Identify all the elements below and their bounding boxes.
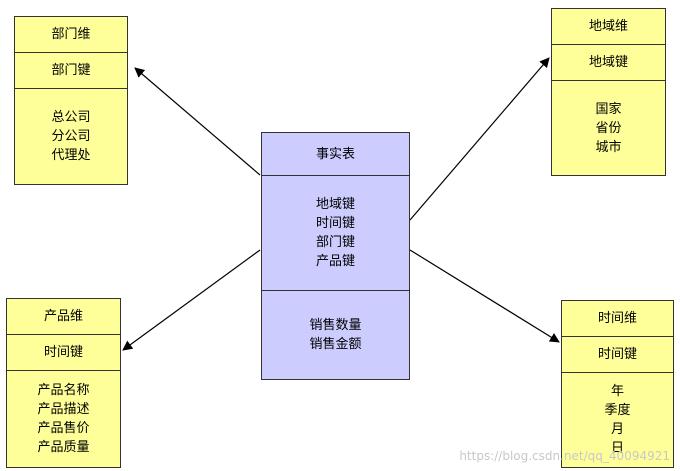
product-dimension-title: 产品维 xyxy=(43,309,83,324)
department-attr: 分公司 xyxy=(51,129,91,144)
time-attr: 季度 xyxy=(604,403,631,418)
region-key: 地域键 xyxy=(588,55,628,70)
department-dimension-title: 部门维 xyxy=(51,27,91,42)
time-dimension-title-row: 时间维 xyxy=(562,301,673,337)
fact-table-measures: 销售数量 销售金额 xyxy=(262,291,409,379)
fact-measure: 销售数量 xyxy=(309,318,362,333)
department-attr: 总公司 xyxy=(51,110,91,125)
time-attr: 日 xyxy=(610,441,624,456)
time-attr: 年 xyxy=(610,384,624,399)
region-attr: 城市 xyxy=(595,139,622,155)
region-dimension-key-row: 地域键 xyxy=(552,45,665,81)
department-attr: 代理处 xyxy=(51,148,91,163)
department-dimension-title-row: 部门维 xyxy=(15,17,127,53)
time-dimension-title: 时间维 xyxy=(597,311,637,326)
product-key: 时间键 xyxy=(43,345,83,360)
region-dimension-title-row: 地域维 xyxy=(552,9,665,45)
region-attr: 国家 xyxy=(595,101,622,117)
fact-table-title-row: 事实表 xyxy=(262,133,409,176)
product-dimension-key-row: 时间键 xyxy=(7,335,120,371)
arrow-to-department xyxy=(134,67,261,176)
fact-key: 产品键 xyxy=(315,254,355,269)
product-dimension-title-row: 产品维 xyxy=(7,299,120,335)
department-dimension-table: 部门维 部门键 总公司 分公司 代理处 xyxy=(14,16,128,185)
time-key: 时间键 xyxy=(597,347,637,362)
fact-table-keys: 地域键 时间键 部门键 产品键 xyxy=(262,176,409,291)
region-dimension-title: 地域维 xyxy=(588,19,628,34)
arrow-to-time xyxy=(409,249,560,343)
time-dimension-table: 时间维 时间键 年 季度 月 日 xyxy=(561,300,674,468)
region-attr: 省份 xyxy=(595,120,622,136)
region-dimension-table: 地域维 地域键 国家 省份 城市 xyxy=(551,8,666,176)
fact-key: 地域键 xyxy=(315,197,355,212)
time-attr: 月 xyxy=(610,422,624,437)
watermark-url: https://blog.csdn.net/qq_40094921 xyxy=(459,449,670,463)
time-attributes: 年 季度 月 日 xyxy=(562,373,673,467)
arrow-to-region xyxy=(409,57,550,221)
time-dimension-key-row: 时间键 xyxy=(562,337,673,373)
product-dimension-table: 产品维 时间键 产品名称 产品描述 产品售价 产品质量 xyxy=(6,298,121,468)
region-attributes: 国家 省份 城市 xyxy=(552,81,665,175)
product-attr: 产品质量 xyxy=(37,440,90,455)
fact-measure: 销售金额 xyxy=(309,337,362,352)
product-attr: 产品描述 xyxy=(37,402,90,417)
arrow-to-product xyxy=(122,249,261,351)
fact-table: 事实表 地域键 时间键 部门键 产品键 销售数量 销售金额 xyxy=(261,132,410,380)
department-attributes: 总公司 分公司 代理处 xyxy=(15,89,127,184)
department-dimension-key-row: 部门键 xyxy=(15,53,127,89)
product-attr: 产品售价 xyxy=(37,421,90,436)
product-attributes: 产品名称 产品描述 产品售价 产品质量 xyxy=(7,371,120,467)
fact-table-title: 事实表 xyxy=(315,146,355,162)
department-key: 部门键 xyxy=(51,63,91,78)
fact-key: 部门键 xyxy=(315,235,355,250)
product-attr: 产品名称 xyxy=(37,383,90,398)
fact-key: 时间键 xyxy=(315,216,355,231)
